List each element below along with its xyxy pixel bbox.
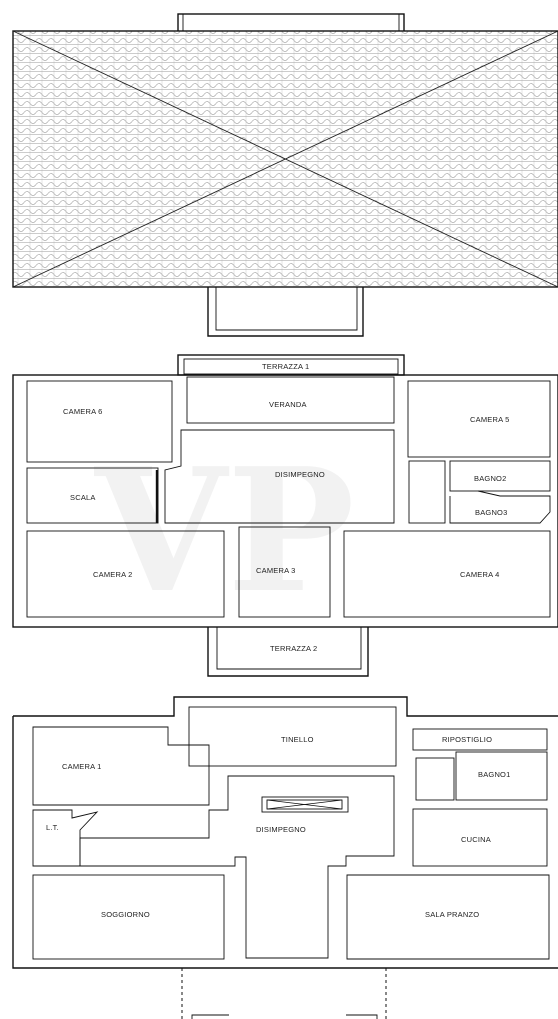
stair-box <box>261 796 349 813</box>
soggiorno-room <box>32 874 225 960</box>
disimpegno-upper-area <box>164 429 395 524</box>
bagno3-room <box>449 490 551 524</box>
ripostiglio-label: RIPOSTIGLIO <box>442 735 492 744</box>
scala-label: SCALA <box>70 493 96 502</box>
terrazza1-label: TERRAZZA 1 <box>262 362 309 371</box>
lt-label: L.T. <box>46 823 59 832</box>
bagno3-label: BAGNO3 <box>475 508 507 517</box>
camera6-room <box>26 380 173 463</box>
camera2-room <box>26 530 225 618</box>
soggiorno-label: SOGGIORNO <box>101 910 150 919</box>
camera5-label: CAMERA 5 <box>470 415 510 424</box>
terrazza2-outline <box>216 627 362 670</box>
camera2-label: CAMERA 2 <box>93 570 133 579</box>
camera6-label: CAMERA 6 <box>63 407 103 416</box>
camera1-label: CAMERA 1 <box>62 762 102 771</box>
bagno1-room <box>455 751 548 801</box>
ripostiglio-room <box>412 728 548 751</box>
camera4-room <box>343 530 551 618</box>
cucina-room <box>412 808 548 867</box>
terrazza2-label: TERRAZZA 2 <box>270 644 317 653</box>
sala-pranzo-label: SALA PRANZO <box>425 910 479 919</box>
camera5-room <box>407 380 551 458</box>
veranda-room <box>186 376 395 424</box>
camera3-label: CAMERA 3 <box>256 566 296 575</box>
veranda-label: VERANDA <box>269 400 307 409</box>
ground-floor-plan <box>12 696 558 1019</box>
disimpegno-ground-area <box>79 775 395 959</box>
bagno1-label: BAGNO1 <box>478 770 510 779</box>
camera3-room <box>238 526 331 618</box>
upper-floor-plan <box>12 354 558 677</box>
camera4-label: CAMERA 4 <box>460 570 500 579</box>
cucina-label: CUCINA <box>461 835 491 844</box>
camera1-room <box>32 726 210 806</box>
disimpegno-upper-label: DISIMPEGNO <box>275 470 325 479</box>
disimpegno-ground-label: DISIMPEGNO <box>256 825 306 834</box>
tinello-label: TINELLO <box>281 735 314 744</box>
roof-ridge-line <box>12 30 558 288</box>
roof-plan <box>12 13 558 337</box>
bagno2-room <box>449 460 551 492</box>
lt-room <box>32 809 99 867</box>
bagno2-label: BAGNO2 <box>474 474 506 483</box>
tinello-room <box>188 706 397 767</box>
sala-pranzo-room <box>346 874 550 960</box>
